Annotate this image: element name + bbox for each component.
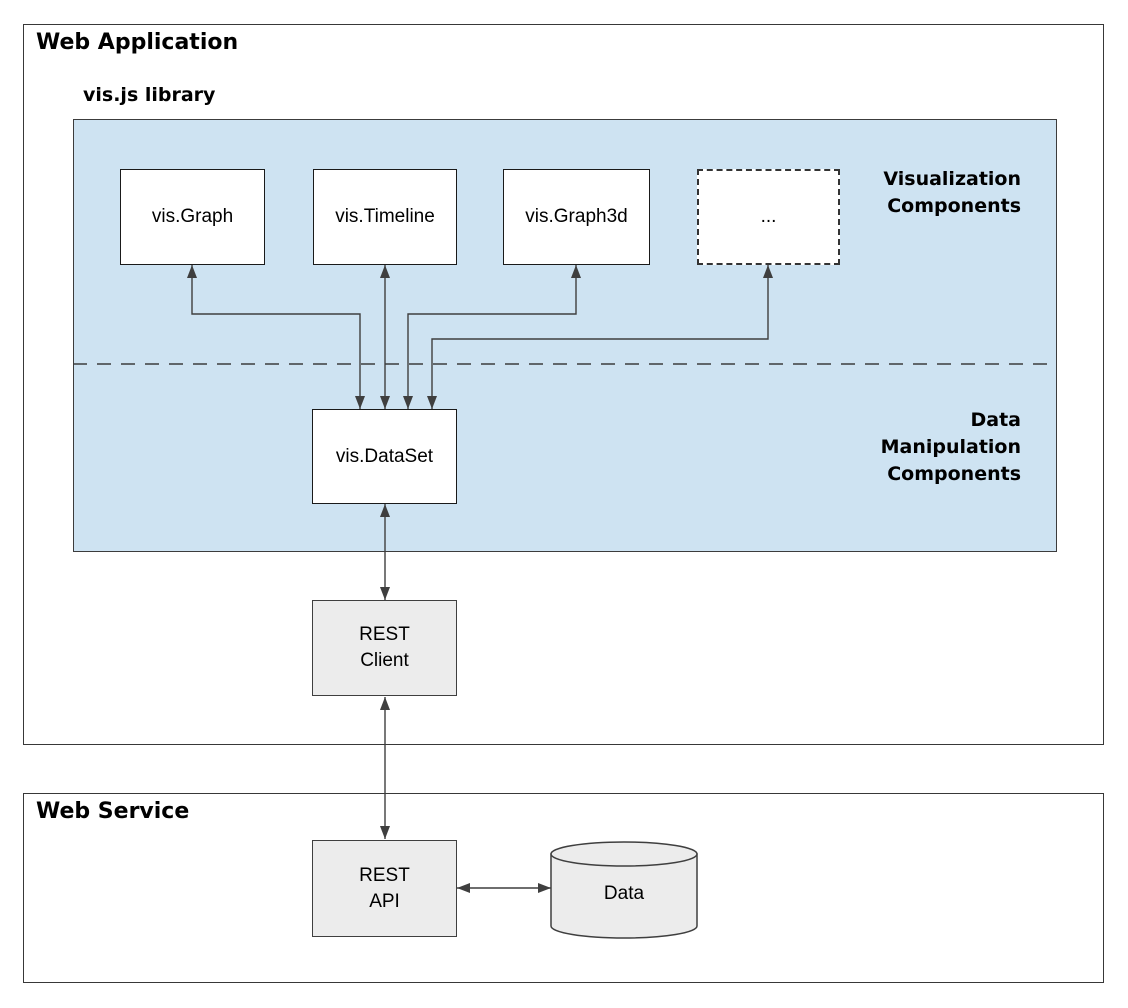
web-application-title: Web Application bbox=[36, 30, 239, 55]
vis-timeline-label: vis.Timeline bbox=[335, 206, 435, 227]
vis-dataset-node: vis.DataSet bbox=[312, 409, 457, 504]
vis-graph-label: vis.Graph bbox=[151, 206, 234, 227]
rest-api-label-line1: REST bbox=[359, 864, 410, 886]
data-manipulation-label-line2: Manipulation bbox=[880, 436, 1021, 458]
visualization-label-line2: Components bbox=[887, 195, 1021, 217]
data-manipulation-components-label: Data Manipulation Components bbox=[821, 407, 1021, 488]
data-manipulation-label-line1: Data bbox=[970, 409, 1022, 431]
visjs-library-title: vis.js library bbox=[83, 84, 216, 106]
vis-timeline-node: vis.Timeline bbox=[313, 169, 457, 265]
rest-api-label-line2: API bbox=[369, 890, 400, 912]
vis-graph3d-label: vis.Graph3d bbox=[525, 206, 628, 227]
web-service-title: Web Service bbox=[36, 799, 190, 824]
vis-dataset-label: vis.DataSet bbox=[335, 445, 434, 467]
rest-client-label-line2: Client bbox=[360, 650, 409, 671]
visualization-label-line1: Visualization bbox=[883, 168, 1021, 190]
rest-client-node: REST Client bbox=[312, 600, 457, 696]
web-service-region bbox=[23, 793, 1104, 983]
vis-graph-node: vis.Graph bbox=[120, 169, 265, 265]
visualization-components-label: Visualization Components bbox=[821, 166, 1021, 220]
rest-client-label-line1: REST bbox=[359, 624, 410, 645]
data-store-label: Data bbox=[603, 883, 645, 904]
more-components-label: ... bbox=[760, 206, 777, 227]
rest-api-node: REST API bbox=[312, 840, 457, 937]
web-application-region bbox=[23, 24, 1104, 745]
data-manipulation-label-line3: Components bbox=[887, 463, 1021, 485]
vis-graph3d-node: vis.Graph3d bbox=[503, 169, 650, 265]
more-components-placeholder-node: ... bbox=[697, 169, 840, 265]
